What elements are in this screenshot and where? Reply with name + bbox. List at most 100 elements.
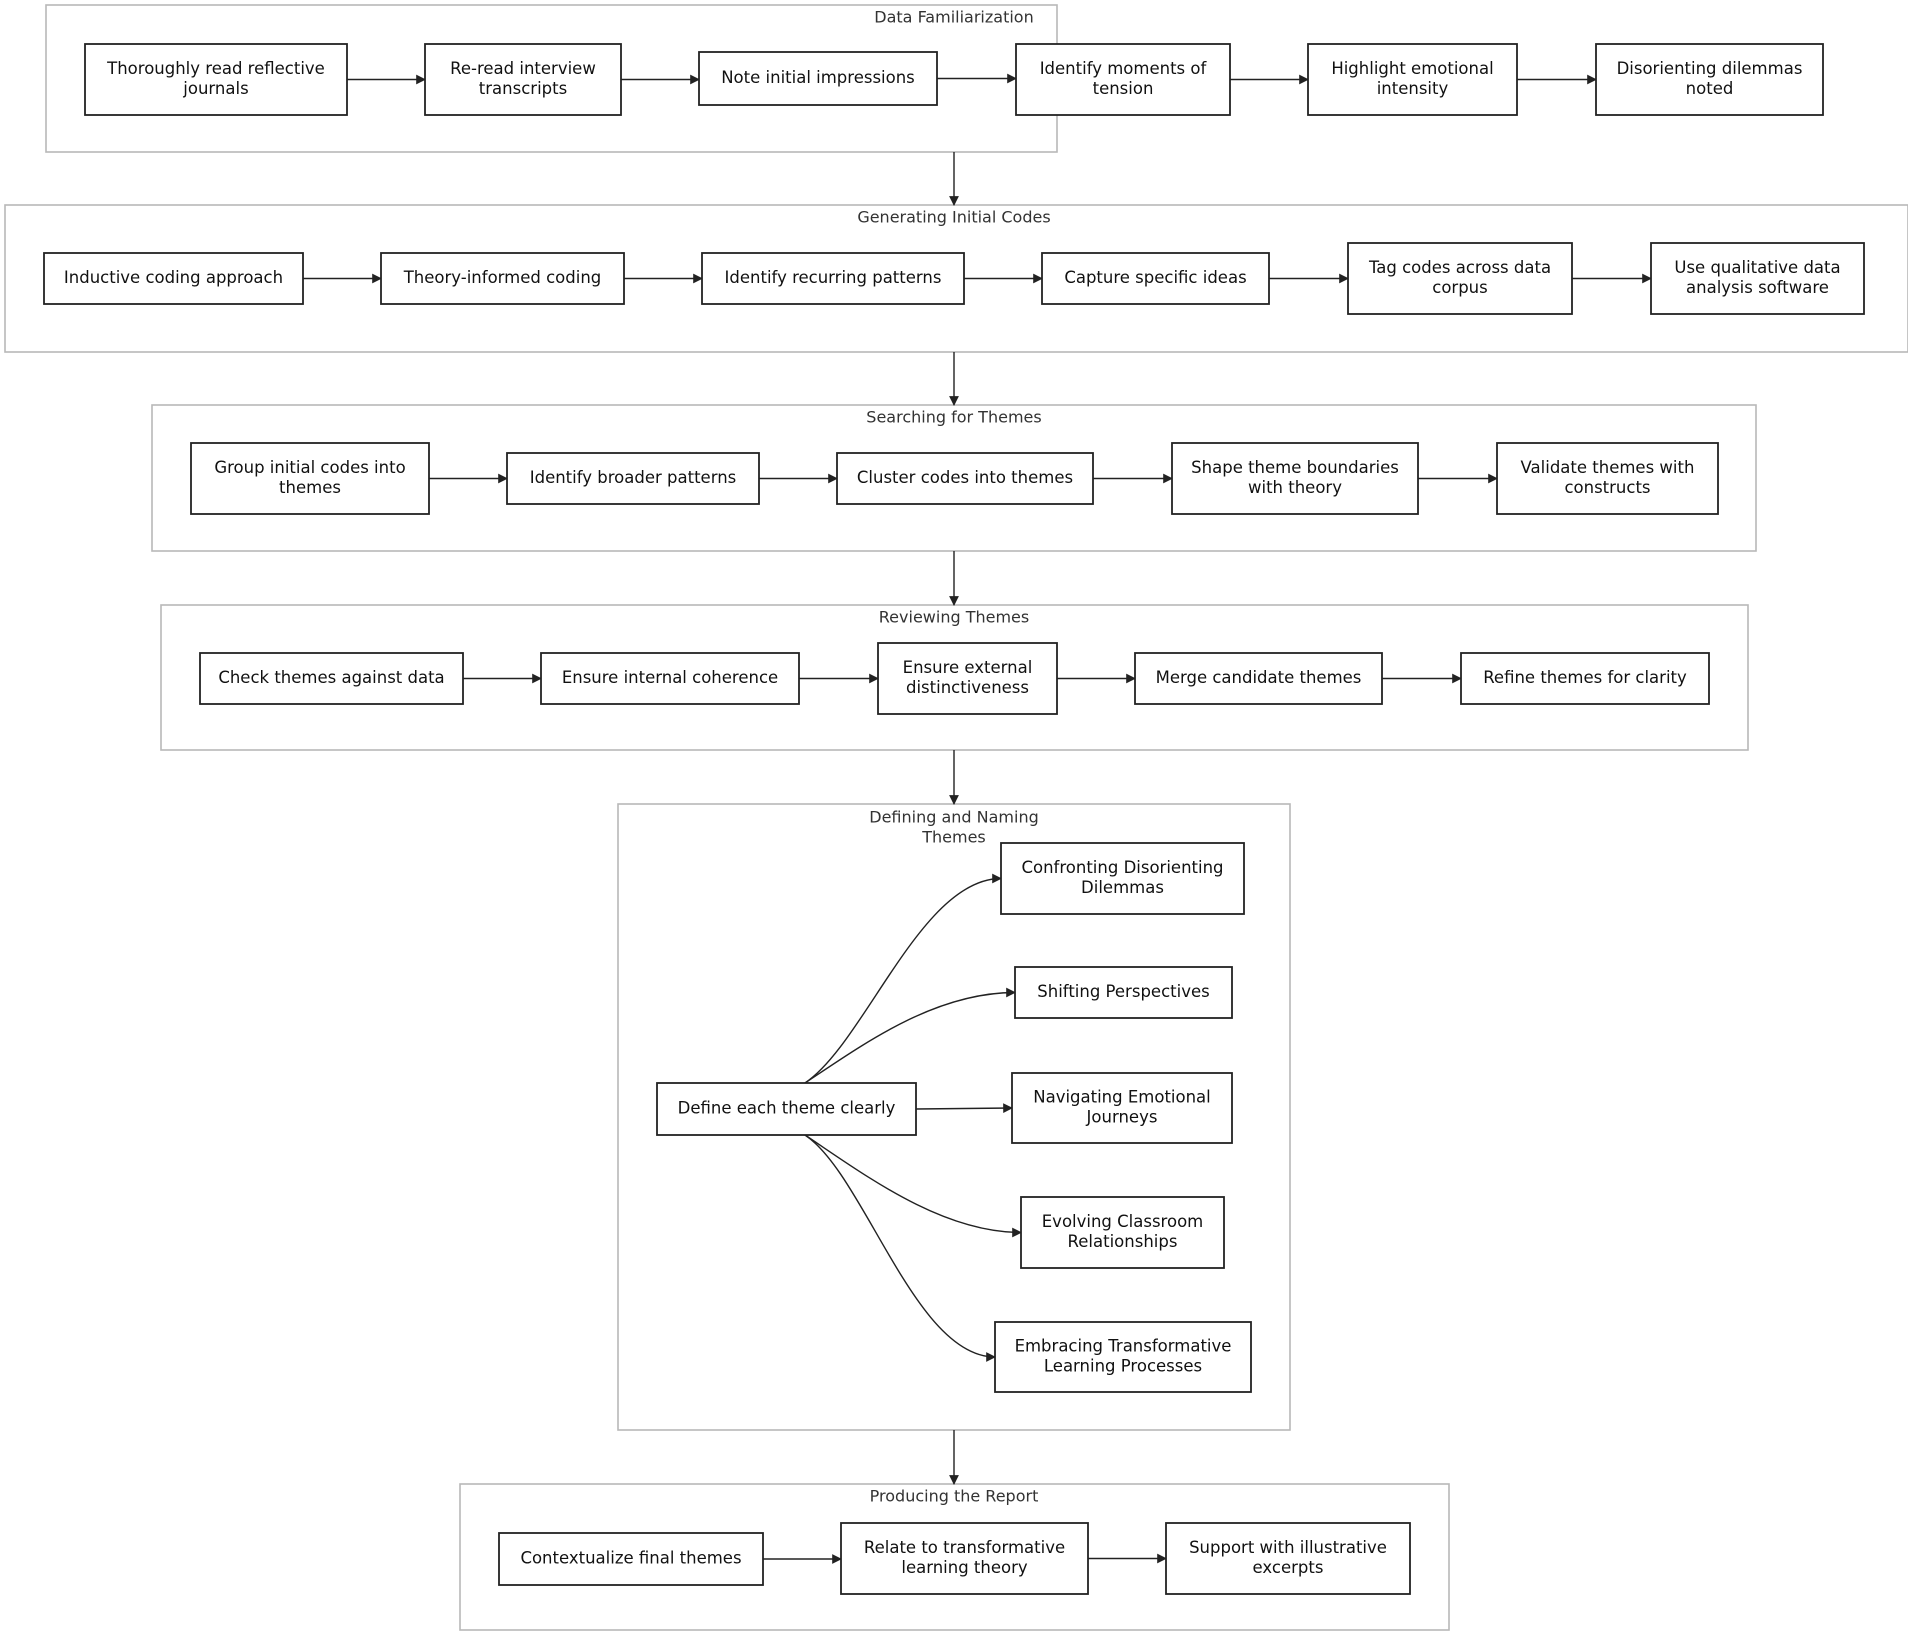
node-box xyxy=(84,43,348,116)
node-label: Shifting Perspectives xyxy=(1037,982,1209,1001)
process-node: Contextualize final themes xyxy=(498,1532,764,1586)
process-node: Theory-informed coding xyxy=(380,252,625,305)
node-box xyxy=(1134,652,1383,705)
node-label: Highlight emotional xyxy=(1331,59,1493,78)
node-box xyxy=(656,1082,917,1136)
node-label: Use qualitative data xyxy=(1674,258,1840,277)
node-label: Contextualize final themes xyxy=(520,1549,741,1568)
node-label: Journeys xyxy=(1086,1108,1158,1127)
group-title: Data Familiarization xyxy=(874,8,1033,27)
node-label: Tag codes across data xyxy=(1368,258,1551,277)
node-label: Disorienting dilemmas xyxy=(1617,59,1803,78)
node-label: Relate to transformative xyxy=(864,1538,1065,1557)
node-label: Capture specific ideas xyxy=(1064,268,1246,287)
node-label: Check themes against data xyxy=(218,668,444,687)
process-node: Check themes against data xyxy=(199,652,464,705)
group-title: Generating Initial Codes xyxy=(857,208,1050,227)
node-box xyxy=(698,51,938,106)
process-node: Identify broader patterns xyxy=(506,452,760,505)
node-box xyxy=(1041,252,1270,305)
node-box xyxy=(1307,43,1518,116)
process-node: Note initial impressions xyxy=(698,51,938,106)
node-label: learning theory xyxy=(901,1558,1028,1577)
node-label: Group initial codes into xyxy=(214,458,405,477)
node-label: constructs xyxy=(1564,478,1650,497)
node-box xyxy=(1460,652,1710,705)
process-node: Refine themes for clarity xyxy=(1460,652,1710,705)
node-label: Theory-informed coding xyxy=(403,268,602,287)
node-label: Support with illustrative xyxy=(1189,1538,1387,1557)
node-label: Ensure external xyxy=(903,658,1033,677)
process-node: Define each theme clearly xyxy=(656,1082,917,1136)
node-box xyxy=(840,1522,1089,1595)
node-label: Learning Processes xyxy=(1044,1357,1202,1376)
process-node: Inductive coding approach xyxy=(43,252,304,305)
node-box xyxy=(1496,442,1719,515)
node-label: Define each theme clearly xyxy=(678,1099,896,1118)
node-label: Refine themes for clarity xyxy=(1483,668,1687,687)
process-node: Capture specific ideas xyxy=(1041,252,1270,305)
node-box xyxy=(1020,1196,1225,1269)
process-node: Ensure internal coherence xyxy=(540,652,800,705)
node-box xyxy=(1650,242,1865,315)
node-label: distinctiveness xyxy=(906,678,1029,697)
group-title: Producing the Report xyxy=(870,1487,1039,1506)
node-label: Re-read interview xyxy=(450,59,596,78)
node-label: themes xyxy=(279,478,341,497)
process-node: Shifting Perspectives xyxy=(1014,966,1233,1019)
node-label: with theory xyxy=(1248,478,1342,497)
node-box xyxy=(1015,43,1231,116)
node-box xyxy=(1014,966,1233,1019)
process-node: Merge candidate themes xyxy=(1134,652,1383,705)
node-label: corpus xyxy=(1432,278,1487,297)
node-box xyxy=(43,252,304,305)
node-label: Ensure internal coherence xyxy=(562,668,778,687)
node-label: Merge candidate themes xyxy=(1156,668,1362,687)
theme-branch-arrow xyxy=(915,1103,1013,1113)
node-label: intensity xyxy=(1377,79,1449,98)
node-label: Inductive coding approach xyxy=(64,268,283,287)
node-box xyxy=(190,442,430,515)
node-label: Thoroughly read reflective xyxy=(106,59,325,78)
group-title: Searching for Themes xyxy=(866,408,1041,427)
theme-branch-arrow xyxy=(804,1134,996,1362)
node-label: transcripts xyxy=(479,79,567,98)
node-label: Identify recurring patterns xyxy=(725,268,942,287)
process-node: Identify recurring patterns xyxy=(701,252,965,305)
node-box xyxy=(701,252,965,305)
node-label: journals xyxy=(182,79,248,98)
node-label: Dilemmas xyxy=(1081,878,1164,897)
node-label: Evolving Classroom xyxy=(1042,1212,1204,1231)
node-label: Confronting Disorienting xyxy=(1021,858,1223,877)
node-label: Note initial impressions xyxy=(721,68,915,87)
node-label: Identify moments of xyxy=(1040,59,1208,78)
theme-branch-arrow xyxy=(804,987,1016,1084)
theme-branch-arrow xyxy=(804,873,1002,1084)
node-label: excerpts xyxy=(1253,1558,1324,1577)
node-box xyxy=(1171,442,1419,515)
node-label: analysis software xyxy=(1686,278,1829,297)
node-box xyxy=(1000,842,1245,915)
node-box xyxy=(1165,1522,1411,1595)
node-box xyxy=(994,1321,1252,1393)
node-label: Relationships xyxy=(1068,1232,1178,1251)
node-box xyxy=(1595,43,1824,116)
node-label: Shape theme boundaries xyxy=(1191,458,1399,477)
node-box xyxy=(498,1532,764,1586)
node-label: Validate themes with xyxy=(1521,458,1695,477)
node-box xyxy=(877,642,1058,715)
